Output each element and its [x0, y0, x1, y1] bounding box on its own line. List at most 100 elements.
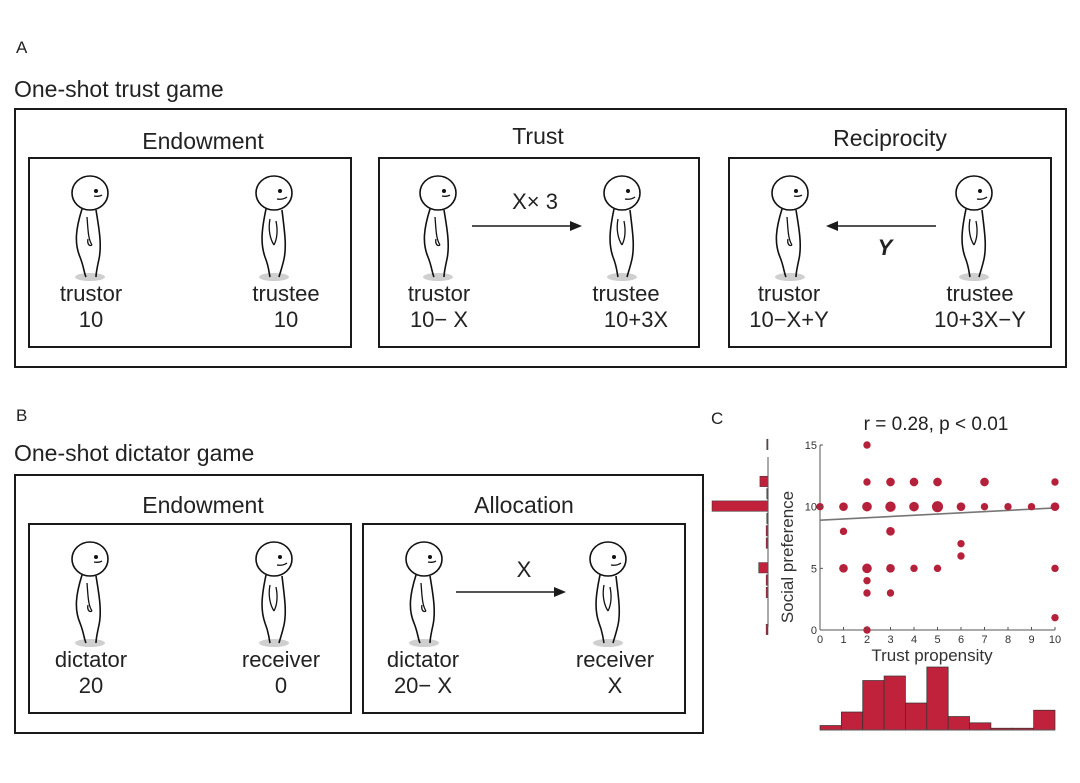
- stage-title-trust: Trust: [512, 123, 564, 149]
- dictator-label: dictator: [386, 647, 460, 672]
- trustee-label: trustee: [592, 281, 660, 306]
- trustee-value: 10: [273, 307, 299, 332]
- data-point: [1051, 478, 1059, 486]
- stage-title-reciprocity: Reciprocity: [833, 125, 947, 151]
- data-point: [886, 527, 895, 536]
- dictator-value: 20: [78, 673, 104, 698]
- trustee-figure: [955, 175, 993, 282]
- trustee-figure: [603, 175, 641, 282]
- x-tick-label: 7: [981, 634, 987, 646]
- data-point: [957, 539, 965, 548]
- trustor-figure: [71, 175, 109, 282]
- x-tick-label: 10: [1049, 634, 1061, 646]
- dictator-game-box: Endowment dictator 20 receiver 0 Allocat…: [14, 474, 704, 734]
- x-tick-label: 0: [817, 634, 823, 646]
- stage-title-endowment: Endowment: [142, 492, 264, 518]
- stage-endowment-box: dictator 20 receiver 0: [28, 523, 352, 714]
- stage-title-allocation: Allocation: [474, 492, 574, 518]
- x-tick-label: 2: [864, 634, 870, 646]
- trustee-label: trustee: [946, 281, 1014, 306]
- trust-transfer-label: X× 3: [512, 189, 558, 214]
- y-tick-label: 0: [811, 625, 817, 637]
- data-point: [886, 589, 895, 597]
- dictator-figure: [71, 541, 109, 648]
- x-hist-bar: [841, 711, 864, 731]
- data-point: [839, 502, 848, 511]
- data-point: [910, 564, 918, 573]
- x-hist-bar: [862, 680, 885, 731]
- fit-line: [819, 507, 1056, 522]
- x-tick-label: 6: [958, 634, 964, 646]
- data-point: [863, 589, 871, 597]
- x-tick-label: 9: [1028, 634, 1034, 646]
- dictator-label: dictator: [54, 647, 128, 672]
- x-hist-bar: [969, 722, 992, 731]
- y-axis-label: Social preference: [778, 491, 797, 623]
- data-point: [863, 478, 871, 486]
- data-point: [839, 564, 848, 573]
- data-point: [1004, 502, 1012, 511]
- stage-trust-box: X× 3 trustor 10− X trustee 10+3X: [378, 157, 700, 348]
- receiver-label: receiver: [575, 647, 655, 672]
- y-tick-label: 5: [811, 563, 817, 575]
- stage-allocation-box: X dictator 20− X receiver X: [362, 523, 686, 714]
- panel-c-letter: C: [711, 409, 724, 428]
- data-point: [1027, 502, 1036, 511]
- data-point: [1050, 502, 1060, 511]
- data-point: [1051, 564, 1059, 573]
- trustor-label: trustor: [407, 281, 471, 306]
- x-hist-bar: [905, 702, 928, 731]
- x-tick-label: 8: [1005, 634, 1011, 646]
- data-point: [862, 563, 872, 574]
- data-point: [863, 576, 871, 585]
- stage-title-endowment: Endowment: [142, 128, 264, 154]
- arrow-left-icon: [826, 221, 936, 231]
- data-point: [886, 564, 895, 573]
- receiver-figure: [589, 541, 627, 648]
- y-hist-bar: [766, 438, 769, 450]
- data-point: [1051, 613, 1059, 622]
- x-hist-bar: [883, 675, 906, 731]
- panel-b-letter: B: [16, 406, 28, 425]
- reciprocity-transfer-label: Y: [877, 235, 893, 260]
- trustor-label: trustor: [757, 281, 821, 306]
- receiver-value: X: [607, 673, 623, 698]
- receiver-figure: [255, 541, 293, 648]
- data-point: [957, 552, 965, 560]
- panel-b-title: One-shot dictator game: [14, 440, 255, 466]
- x-hist-bar: [819, 725, 842, 731]
- data-point: [909, 477, 919, 487]
- dictator-figure: [405, 541, 443, 648]
- data-point: [863, 441, 871, 449]
- y-hist-bar: [759, 475, 769, 487]
- data-point: [886, 477, 895, 487]
- data-point: [956, 502, 966, 511]
- trustee-figure: [255, 175, 293, 282]
- trustor-figure: [771, 175, 809, 282]
- trustor-value: 10: [78, 307, 104, 332]
- data-point: [909, 501, 919, 512]
- data-point: [933, 564, 942, 573]
- trustee-value: 10+3X−Y: [934, 307, 1026, 332]
- y-tick-label: 10: [805, 502, 817, 514]
- x-tick-label: 3: [887, 634, 893, 646]
- arrow-right-icon: [456, 587, 566, 597]
- x-hist-bar: [926, 666, 949, 731]
- receiver-value: 0: [274, 673, 288, 698]
- stage-reciprocity-box: Y trustor 10−X+Y trustee 10+3X−Y: [728, 157, 1052, 348]
- dictator-value: 20− X: [393, 673, 453, 698]
- panel-a-letter: A: [16, 38, 28, 57]
- stage-endowment-box: trustor 10 trustee 10: [28, 157, 352, 348]
- trustor-label: trustor: [59, 281, 123, 306]
- y-tick-label: 15: [805, 440, 817, 452]
- y-hist-bar: [711, 500, 769, 512]
- data-point: [980, 502, 989, 511]
- x-tick-label: 1: [840, 634, 846, 646]
- trustor-value: 10−X+Y: [749, 307, 829, 332]
- x-axis-label: Trust propensity: [871, 646, 993, 665]
- trustor-figure: [419, 175, 457, 282]
- arrow-right-icon: [472, 221, 582, 231]
- panel-a-title: One-shot trust game: [14, 76, 224, 102]
- y-hist-bar: [758, 562, 769, 574]
- trust-game-box: Endowment trustor 10 trustee 10 Trust X×…: [14, 108, 1067, 368]
